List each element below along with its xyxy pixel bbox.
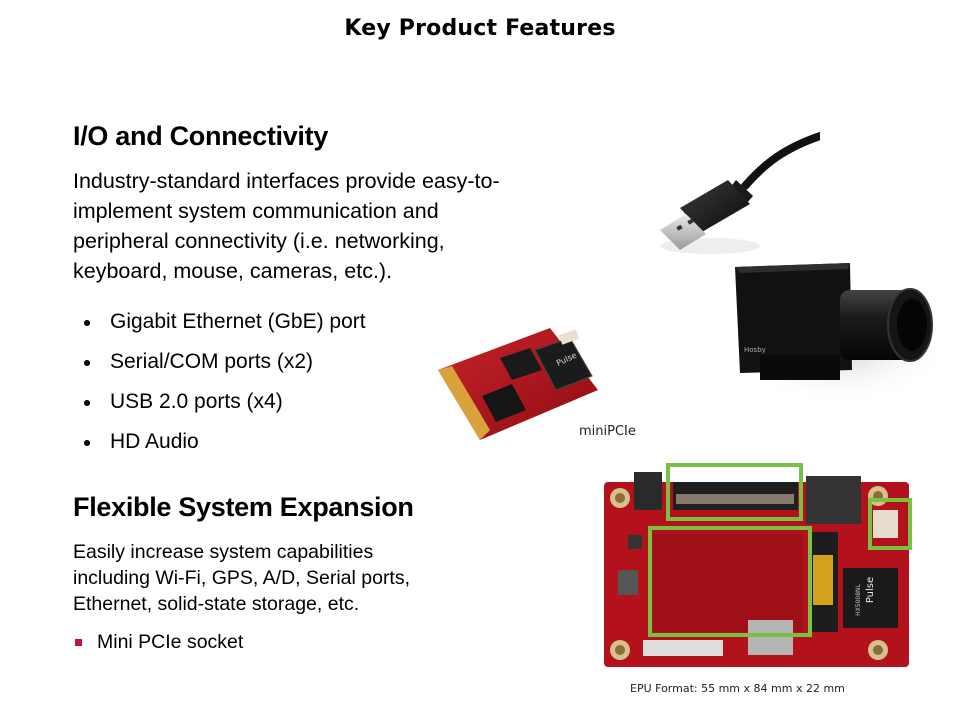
io-description-line: Industry-standard interfaces provide eas… bbox=[73, 169, 500, 193]
io-bullet-text: Gigabit Ethernet (GbE) port bbox=[110, 310, 366, 333]
bullet-dot-icon bbox=[84, 320, 90, 326]
epu-format-caption: EPU Format: 55 mm x 84 mm x 22 mm bbox=[630, 682, 845, 695]
camera-brand-text: Hosby bbox=[744, 346, 766, 354]
board-chip-text: Pulse bbox=[865, 577, 876, 603]
bullet-dot-icon bbox=[84, 440, 90, 446]
io-description-line: implement system communication and bbox=[73, 199, 439, 223]
expansion-bullet-item: Mini PCIe socket bbox=[75, 631, 243, 654]
io-bullet-text: USB 2.0 ports (x4) bbox=[110, 390, 283, 413]
io-description-line: peripheral connectivity (i.e. networking… bbox=[73, 229, 445, 253]
epu-board-image: Pulse HX5008NL bbox=[604, 463, 912, 667]
io-description: Industry-standard interfaces provide eas… bbox=[73, 166, 593, 286]
expansion-heading: Flexible System Expansion bbox=[73, 492, 414, 522]
io-bullet-item: Serial/COM ports (x2) bbox=[84, 342, 366, 382]
camera-image: Hosby bbox=[730, 263, 950, 405]
expansion-description: Easily increase system capabilities incl… bbox=[73, 539, 513, 617]
io-bullet-item: HD Audio bbox=[84, 422, 366, 462]
minipcie-card-image: Pulse bbox=[438, 328, 598, 440]
io-heading: I/O and Connectivity bbox=[73, 121, 329, 151]
expansion-description-line: Easily increase system capabilities bbox=[73, 541, 374, 563]
minipcie-caption: miniPCIe bbox=[579, 424, 636, 439]
bullet-dot-icon bbox=[84, 400, 90, 406]
board-chip-model: HX5008NL bbox=[855, 583, 862, 615]
io-bullet-list: Gigabit Ethernet (GbE) port Serial/COM p… bbox=[84, 302, 366, 462]
bullet-square-icon bbox=[75, 639, 82, 646]
slide-title: Key Product Features bbox=[344, 16, 616, 41]
io-bullet-item: USB 2.0 ports (x4) bbox=[84, 382, 366, 422]
usb-cable-image bbox=[660, 132, 820, 254]
expansion-bullet-text: Mini PCIe socket bbox=[97, 631, 244, 653]
io-bullet-text: Serial/COM ports (x2) bbox=[110, 350, 314, 373]
expansion-description-line: including Wi-Fi, GPS, A/D, Serial ports, bbox=[73, 567, 411, 589]
io-bullet-item: Gigabit Ethernet (GbE) port bbox=[84, 302, 366, 342]
io-bullet-text: HD Audio bbox=[110, 430, 199, 453]
bullet-dot-icon bbox=[84, 360, 90, 366]
io-description-line: keyboard, mouse, cameras, etc.). bbox=[73, 259, 393, 283]
expansion-description-line: Ethernet, solid-state storage, etc. bbox=[73, 593, 360, 615]
